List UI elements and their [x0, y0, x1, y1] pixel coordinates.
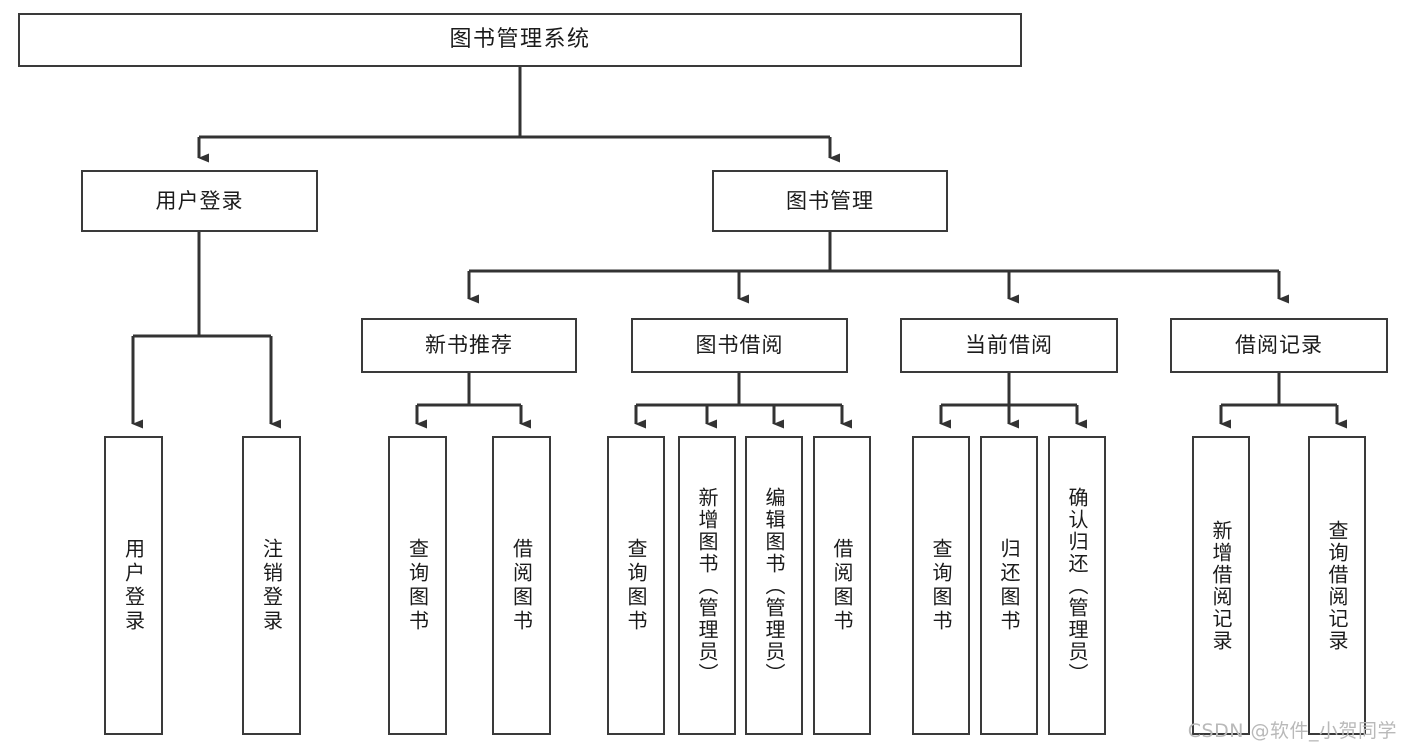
leaf-confirm-return[interactable]: 确认归还（管理员） — [1048, 436, 1106, 735]
node-label: 编辑图书（管理员） — [762, 486, 786, 685]
node-label: 用户登录 — [121, 537, 146, 634]
leaf-query-book-3[interactable]: 查询图书 — [912, 436, 970, 735]
leaf-user-login[interactable]: 用户登录 — [104, 436, 163, 735]
leaf-logout-login[interactable]: 注销登录 — [242, 436, 301, 735]
leaf-query-record[interactable]: 查询借阅记录 — [1308, 436, 1366, 735]
node-label: 查询借阅记录 — [1325, 519, 1349, 652]
node-label: 注销登录 — [259, 537, 284, 634]
node-label: 图书管理 — [786, 188, 874, 213]
leaf-borrow-book-2[interactable]: 借阅图书 — [813, 436, 871, 735]
node-book-borrow[interactable]: 图书借阅 — [631, 318, 848, 373]
leaf-edit-book[interactable]: 编辑图书（管理员） — [745, 436, 803, 735]
node-label: 借阅图书 — [830, 537, 854, 634]
node-root-system[interactable]: 图书管理系统 — [18, 13, 1022, 67]
node-label: 归还图书 — [997, 537, 1021, 634]
node-label: 用户登录 — [155, 188, 244, 213]
node-borrow-record[interactable]: 借阅记录 — [1170, 318, 1388, 373]
node-new-book-recommend[interactable]: 新书推荐 — [361, 318, 577, 373]
node-label: 查询图书 — [405, 537, 430, 634]
node-current-borrow[interactable]: 当前借阅 — [900, 318, 1118, 373]
leaf-add-record[interactable]: 新增借阅记录 — [1192, 436, 1250, 735]
node-label: 查询图书 — [624, 537, 648, 634]
node-label: 图书管理系统 — [449, 27, 591, 53]
node-label: 查询图书 — [929, 537, 953, 634]
node-label: 新增图书（管理员） — [695, 486, 719, 685]
node-label: 新增借阅记录 — [1209, 519, 1233, 652]
leaf-borrow-book-1[interactable]: 借阅图书 — [492, 436, 551, 735]
csdn-watermark: CSDN @软件_小贺同学 — [1187, 720, 1397, 742]
leaf-add-book[interactable]: 新增图书（管理员） — [678, 436, 736, 735]
node-label: 借阅图书 — [509, 537, 534, 634]
node-label: 新书推荐 — [425, 333, 513, 358]
node-book-management[interactable]: 图书管理 — [712, 170, 948, 232]
node-label: 图书借阅 — [695, 333, 784, 358]
leaf-return-book[interactable]: 归还图书 — [980, 436, 1038, 735]
node-label: 确认归还（管理员） — [1065, 486, 1089, 685]
node-label: 当前借阅 — [965, 333, 1053, 358]
leaf-query-book-2[interactable]: 查询图书 — [607, 436, 665, 735]
node-user-login[interactable]: 用户登录 — [81, 170, 318, 232]
leaf-query-book-1[interactable]: 查询图书 — [388, 436, 447, 735]
node-label: 借阅记录 — [1235, 333, 1323, 358]
